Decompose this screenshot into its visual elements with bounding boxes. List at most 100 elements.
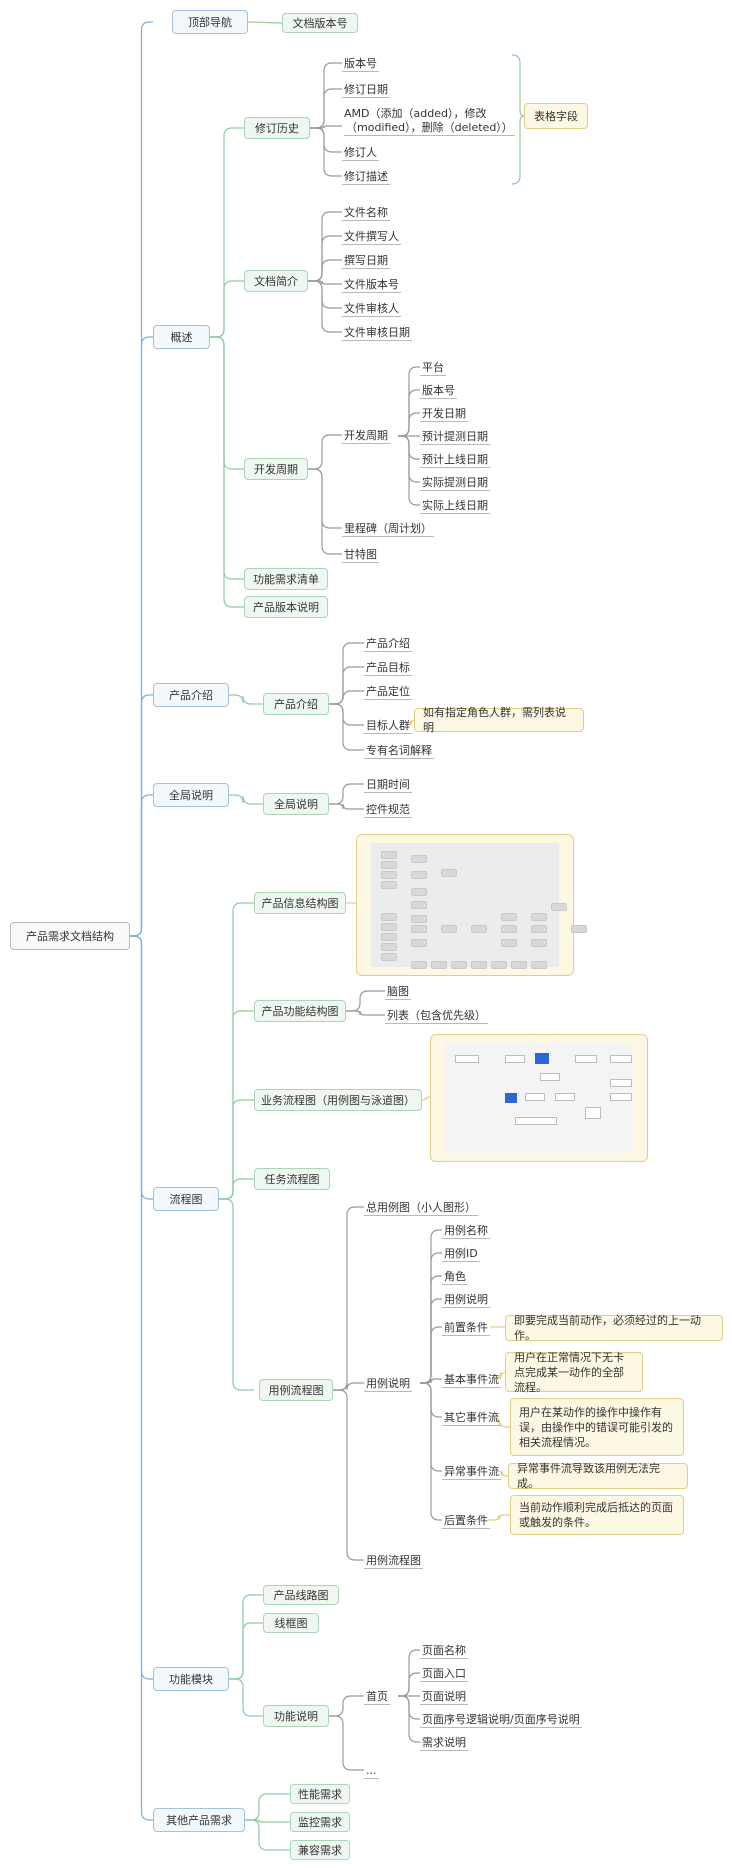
revision-item: 修订描述 (342, 170, 390, 185)
milestone-item: 里程碑（周计划） (342, 522, 434, 537)
thumbnail-node (551, 903, 567, 911)
revision-history-node[interactable]: 修订历史 (244, 117, 310, 139)
connector (488, 1514, 510, 1521)
global-child[interactable]: 全局说明 (263, 793, 329, 815)
usecase-item: 用例说明 (442, 1293, 490, 1308)
thumbnail-node (471, 961, 487, 969)
thumbnail-shape (610, 1079, 632, 1087)
info-arch-node[interactable]: 产品信息结构图 (254, 892, 346, 914)
connector (229, 794, 263, 805)
connector (308, 235, 342, 282)
gantt-item: 甘特图 (342, 548, 379, 563)
thumbnail-node (531, 925, 547, 933)
thumbnail-shape (535, 1053, 549, 1064)
product-intro-item: 专有名词解释 (364, 744, 434, 759)
dev-cycle-item: 开发日期 (420, 407, 468, 422)
connector (308, 280, 342, 285)
doc-version-node[interactable]: 文档版本号 (282, 13, 358, 33)
other-req-item[interactable]: 监控需求 (290, 1812, 350, 1832)
flow-node[interactable]: 流程图 (153, 1187, 219, 1211)
connector (398, 1695, 420, 1743)
product-intro-item: 产品目标 (364, 661, 412, 676)
thumbnail-node (431, 961, 447, 969)
other-req-node[interactable]: 其他产品需求 (153, 1808, 245, 1832)
thumbnail-node (381, 953, 397, 961)
top-nav-node[interactable]: 顶部导航 (172, 10, 248, 34)
thumbnail-node (411, 871, 427, 879)
thumbnail-shape (455, 1055, 479, 1063)
dev-cycle-item: 实际上线日期 (420, 499, 490, 514)
product-intro-item: 产品介绍 (364, 637, 412, 652)
thumbnail-node (411, 855, 427, 863)
usecase-item: 角色 (442, 1270, 468, 1285)
global-item: 控件规范 (364, 803, 412, 818)
thumbnail-shape (575, 1055, 597, 1063)
thumbnail-node (381, 943, 397, 951)
connector (398, 435, 420, 506)
dev-cycle-node[interactable]: 开发周期 (244, 458, 308, 480)
connector (229, 694, 263, 705)
revision-item: 修订人 (342, 146, 379, 161)
connector (329, 1695, 364, 1717)
other-req-item[interactable]: 兼容需求 (290, 1840, 350, 1860)
postcondition-note: 当前动作顺利完成后抵达的页面或触发的条件。 (510, 1495, 684, 1535)
connector (210, 336, 244, 608)
usecase-overall: 总用例图（小人图形） (364, 1201, 478, 1216)
wireframe-node[interactable]: 线框图 (263, 1613, 319, 1633)
thumbnail-node (531, 961, 547, 969)
func-arch-node[interactable]: 产品功能结构图 (254, 1000, 346, 1022)
usecase-item: 其它事件流 (442, 1411, 501, 1426)
biz-flow-node[interactable]: 业务流程图（用例图与泳道图） (254, 1089, 422, 1111)
other-req-item[interactable]: 性能需求 (290, 1784, 350, 1804)
connector (245, 1819, 290, 1823)
connector (493, 1371, 508, 1380)
product-intro-child[interactable]: 产品介绍 (263, 693, 329, 715)
func-desc-node[interactable]: 功能说明 (263, 1705, 329, 1727)
connector (308, 468, 342, 555)
connector (310, 127, 342, 177)
connector (308, 259, 342, 282)
version-note-node[interactable]: 产品版本说明 (244, 596, 328, 618)
thumbnail-node (451, 961, 467, 969)
product-intro-item: 产品定位 (364, 685, 412, 700)
overview-node[interactable]: 概述 (153, 325, 210, 349)
connector (329, 642, 364, 705)
revision-item: AMD（添加（added），修改 (344, 107, 487, 120)
home-sub-item: 需求说明 (420, 1736, 468, 1751)
root-node[interactable]: 产品需求文档结构 (10, 922, 130, 950)
doc-intro-node[interactable]: 文档简介 (244, 270, 308, 292)
thumbnail-node (411, 961, 427, 969)
modules-node[interactable]: 功能模块 (153, 1667, 229, 1691)
route-map-node[interactable]: 产品线路图 (263, 1585, 339, 1605)
connector (329, 703, 364, 726)
exception-flow-note: 异常事件流导致该用例无法完成。 (508, 1462, 688, 1490)
thumbnail-node (381, 851, 397, 859)
connector (310, 62, 342, 129)
global-item: 日期时间 (364, 778, 412, 793)
thumbnail-node (411, 925, 427, 933)
connector (308, 211, 342, 282)
global-node[interactable]: 全局说明 (153, 783, 229, 807)
connector (210, 336, 244, 470)
connector (245, 1819, 290, 1851)
product-intro-item: 目标人群 (364, 719, 412, 734)
thumbnail-node (491, 961, 507, 969)
func-list-node[interactable]: 功能需求清单 (244, 568, 328, 590)
connector (210, 127, 244, 338)
connector (420, 1378, 442, 1384)
connector (329, 666, 364, 705)
connector (420, 1326, 442, 1384)
product-intro-node[interactable]: 产品介绍 (153, 683, 229, 707)
doc-intro-item: 文件版本号 (342, 278, 401, 293)
connector (308, 280, 342, 309)
thumbnail-shape (585, 1107, 601, 1119)
task-flow-node[interactable]: 任务流程图 (254, 1168, 330, 1190)
connector (219, 1010, 254, 1200)
usecase-flow-node[interactable]: 用例流程图 (259, 1379, 333, 1401)
thumbnail-node (381, 871, 397, 879)
connector (210, 336, 244, 580)
thumbnail-node (381, 913, 397, 921)
thumbnail-shape (525, 1093, 545, 1101)
connector (346, 1010, 385, 1016)
